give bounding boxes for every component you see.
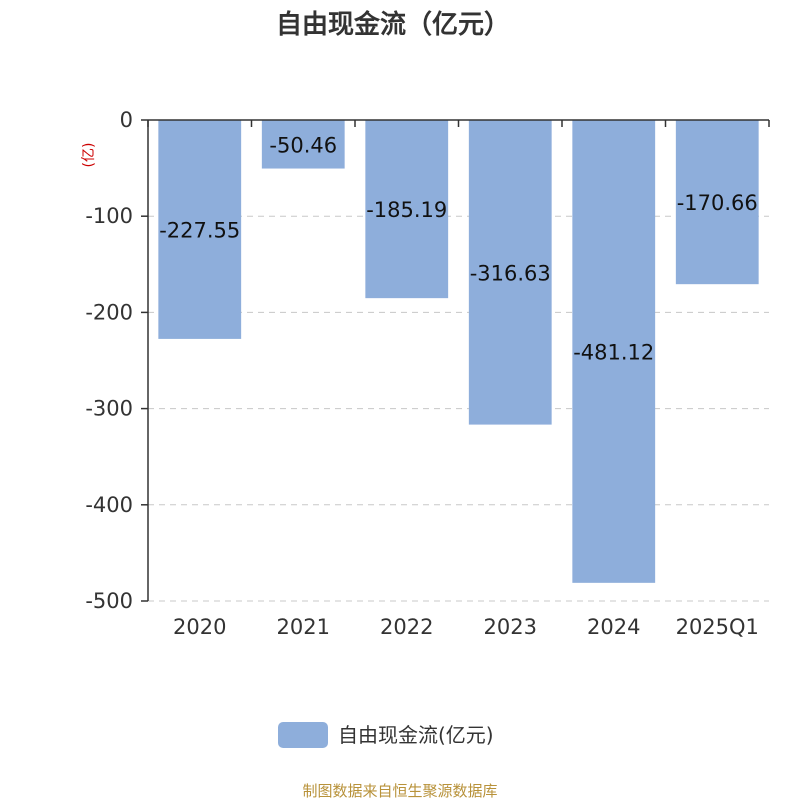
- x-tick-label: 2024: [587, 615, 640, 639]
- legend[interactable]: 自由现金流(亿元): [278, 722, 494, 748]
- data-label-2020: -227.55: [159, 218, 240, 242]
- y-axis-unit-label: (亿): [81, 143, 97, 168]
- axes: 0 -100 -200 -300 -400 -500 2020 2021 2022 2023 202…: [85, 108, 770, 639]
- y-tick-label: -200: [85, 300, 133, 324]
- data-label-2025Q1: -170.66: [677, 191, 758, 215]
- x-tick-label: 2023: [484, 615, 537, 639]
- data-label-2024: -481.12: [573, 340, 654, 364]
- x-tick-label: 2025Q1: [676, 615, 759, 639]
- y-tick-label: -400: [85, 493, 133, 517]
- y-tick-label: -300: [85, 397, 133, 421]
- y-tick-label: -100: [85, 204, 133, 228]
- bar-2020[interactable]: [158, 120, 242, 339]
- bar-2021[interactable]: [261, 120, 345, 169]
- bar-2024[interactable]: [572, 120, 656, 583]
- x-tick-label: 2020: [173, 615, 226, 639]
- data-source-note: 制图数据来自恒生聚源数据库: [302, 782, 497, 800]
- y-tick-label: -500: [85, 589, 133, 613]
- data-label-2021: -50.46: [269, 133, 337, 157]
- bar-2022[interactable]: [365, 120, 449, 299]
- x-tick-label: 2021: [277, 615, 330, 639]
- grid-lines: [148, 215, 769, 602]
- chart-title: 自由现金流（亿元）: [276, 9, 510, 40]
- data-label-2022: -185.19: [366, 198, 447, 222]
- bars: [158, 120, 759, 583]
- legend-swatch[interactable]: [278, 722, 328, 748]
- x-tick-label: 2022: [380, 615, 433, 639]
- legend-label[interactable]: 自由现金流(亿元): [338, 723, 494, 747]
- y-tick-label: 0: [120, 108, 133, 132]
- data-labels: -227.55 -50.46 -185.19 -316.63 -481.12 -170.6…: [159, 133, 758, 364]
- data-label-2023: -316.63: [470, 261, 551, 285]
- bar-2025Q1[interactable]: [675, 120, 759, 285]
- bar-2023[interactable]: [468, 120, 552, 425]
